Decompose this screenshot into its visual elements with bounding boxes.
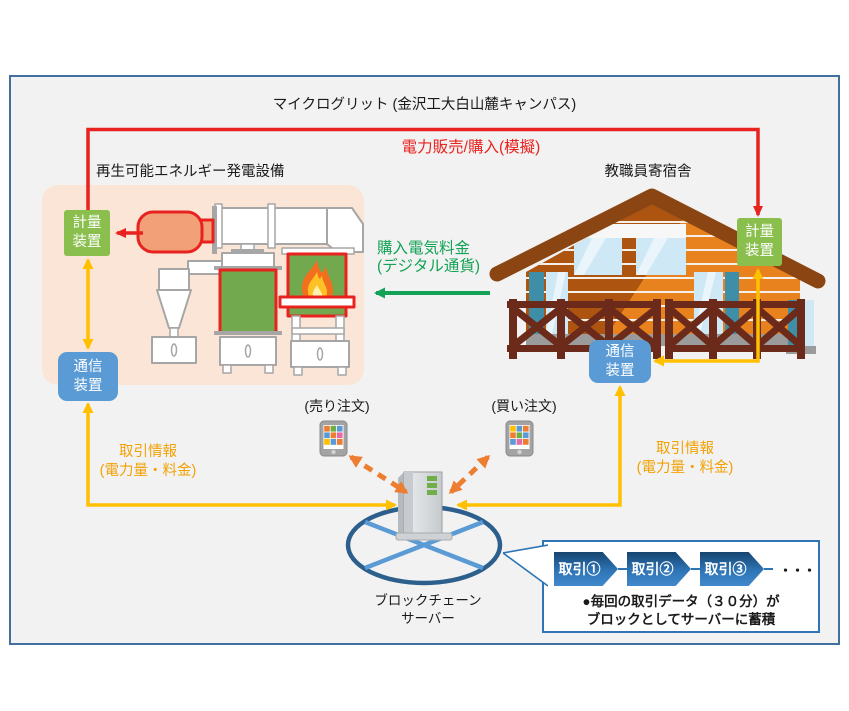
block-connector (618, 568, 627, 570)
block-connector (764, 568, 773, 570)
power-trade-label: 電力販売/購入(模擬) (401, 139, 541, 156)
transaction-block-2: 取引② (627, 552, 691, 586)
sell-order-label: (売り注文) (304, 398, 370, 414)
dorm-section-label: 教職員寄宿舎 (604, 164, 692, 180)
comm-device-box-right: 通信 装置 (589, 340, 651, 383)
comm-device-box-left: 通信 装置 (58, 352, 118, 401)
payment-label: 購入電気料金 (デジタル通貨) (377, 240, 481, 276)
meter-device-box-right: 計量 装置 (737, 218, 782, 266)
blockchain-server-label: ブロックチェーン サーバー (374, 593, 482, 627)
ellipsis-dots: ・・・ (779, 562, 816, 578)
meter-device-box-left: 計量 装置 (64, 210, 110, 256)
callout-note: ●毎回の取引データ（３０分）が ブロックとしてサーバーに蓄積 (582, 594, 780, 628)
transaction-block-3: 取引③ (700, 552, 764, 586)
transaction-block-chain: 取引① 取引② 取引③ ・・・ (544, 542, 818, 586)
callout-pointer (503, 544, 548, 587)
diagram-title: マイクログリット (金沢工大白山麓キャンパス) (272, 97, 577, 113)
trade-info-label-right: 取引情報 (電力量・料金) (636, 441, 734, 476)
buy-order-label: (買い注文) (491, 398, 557, 414)
plant-section-label: 再生可能エネルギー発電設備 (96, 164, 285, 180)
transaction-block-1: 取引① (554, 552, 618, 586)
blockchain-callout-box: 取引① 取引② 取引③ ・・・ ●毎回の取引データ（３０分）が ブロックとしてサ… (503, 540, 820, 633)
trade-info-label-left: 取引情報 (電力量・料金) (99, 444, 197, 479)
block-connector (691, 568, 700, 570)
